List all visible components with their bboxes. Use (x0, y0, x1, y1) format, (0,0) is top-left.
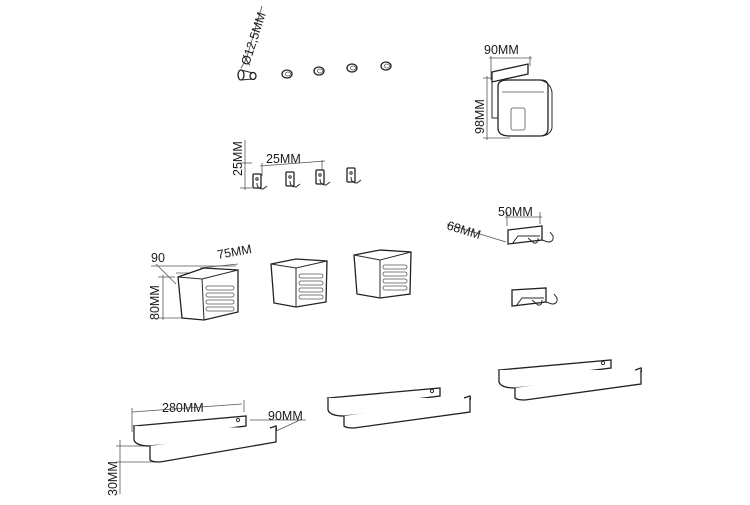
baskets-group: 90 75ММ 80ММ (148, 242, 412, 321)
shelf-1 (132, 415, 278, 463)
round-hook-3 (313, 66, 325, 76)
shelves-group: 280ММ 90ММ 30ММ (106, 359, 643, 496)
holder-cup-window (510, 107, 526, 131)
double-hook-2 (511, 287, 558, 307)
shelf-height-label: 30ММ (106, 461, 120, 496)
holder-width-label: 90ММ (484, 43, 519, 57)
small-hook-2 (285, 171, 301, 188)
double-hook-1 (507, 225, 554, 245)
round-hook-5 (380, 61, 392, 71)
small-hook-3 (315, 169, 331, 186)
basket-2 (270, 258, 328, 308)
round-hook-4 (346, 63, 358, 73)
shelf-2 (326, 387, 472, 429)
holder-back-plate (491, 63, 529, 83)
double-hook-depth-label: 68ММ (445, 218, 482, 242)
small-hook-4 (346, 167, 362, 184)
double-hook-width-label: 50ММ (498, 205, 533, 219)
basket-depth-label: 75ММ (216, 242, 253, 262)
hook-diameter-dimension-line (245, 5, 263, 61)
small-hook-height-label: 25ММ (231, 141, 245, 176)
holder-height-label: 98ММ (473, 99, 487, 134)
small-hook-spacing-label: 25ММ (266, 152, 301, 166)
shelf-depth-label: 90ММ (268, 409, 303, 423)
small-hook-1 (252, 173, 268, 190)
basket-3 (353, 249, 412, 299)
basket-1 (177, 267, 239, 321)
round-hook-1 (237, 69, 257, 81)
basket-width-label: 90 (151, 251, 165, 265)
basket-height-label: 80ММ (148, 285, 162, 320)
small-hooks-group: 25ММ 25ММ (231, 140, 362, 190)
hook-diameter-label: Ø12,5ММ (239, 10, 269, 67)
cup-holder-group: 90ММ 98ММ (473, 43, 553, 140)
round-hook-2 (281, 69, 293, 79)
shelf-length-label: 280ММ (162, 401, 204, 415)
shelf-3 (497, 359, 643, 401)
round-hooks-group: Ø12,5ММ (237, 5, 392, 81)
double-hook-group: 50ММ 68ММ (445, 205, 558, 307)
